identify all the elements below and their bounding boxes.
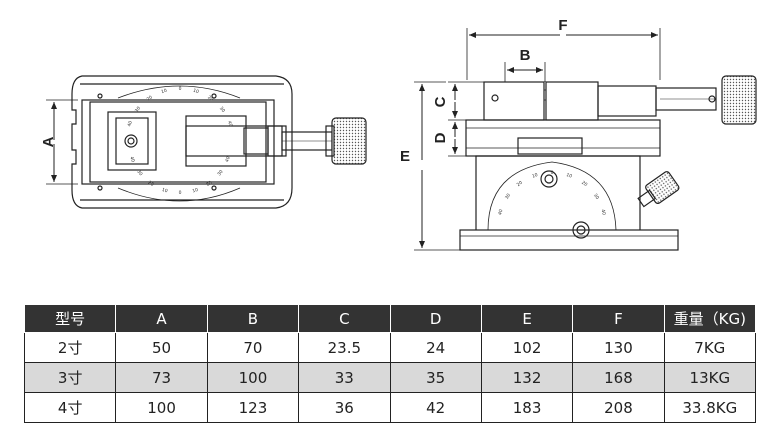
cell-D: 24: [389, 332, 482, 363]
scale-number: 0: [179, 86, 182, 92]
dimension-label-F: F: [558, 17, 567, 34]
cell-A: 100: [115, 392, 208, 423]
scale-number: 10: [160, 88, 167, 95]
cell-weight: 13KG: [663, 362, 757, 393]
header-D: D: [389, 304, 482, 333]
cell-A: 50: [115, 332, 208, 363]
cell-model: 3寸: [23, 362, 117, 393]
scale-number: 0: [179, 190, 182, 196]
front-view-base: [459, 229, 679, 251]
scale-number: 30: [216, 169, 224, 177]
dimension-F: [466, 28, 661, 80]
moving-jaw: [185, 115, 247, 167]
cell-weight: 33.8KG: [663, 392, 757, 423]
pivot-bolt: [540, 170, 558, 188]
scale-number: 20: [147, 180, 155, 188]
angle-scale-plate: [517, 137, 583, 155]
header-A: A: [115, 304, 208, 333]
scale-number: 20: [580, 180, 588, 188]
header-E: E: [480, 304, 574, 333]
cell-D: 35: [389, 362, 482, 393]
header-F: F: [572, 304, 665, 333]
header-C: C: [298, 304, 391, 333]
dimension-C-D: [448, 81, 484, 157]
dimension-label-E: E: [400, 148, 410, 165]
cell-A: 73: [115, 362, 208, 393]
scale-number: 10: [192, 187, 199, 194]
scale-number: 10: [531, 172, 538, 180]
lock-bolt: [572, 221, 590, 239]
side-handle: [645, 171, 680, 205]
dimension-label-D: D: [432, 132, 449, 143]
scale-number: 40: [126, 120, 134, 128]
table-row: 4寸 100 123 36 42 183 208 33.8KG: [23, 392, 757, 423]
front-view: [459, 75, 757, 251]
scale-number: 30: [135, 169, 143, 177]
cell-C: 33: [298, 362, 391, 393]
fixed-jaw: [107, 111, 157, 171]
cell-C: 36: [298, 392, 391, 423]
dimension-A: [46, 99, 78, 185]
scale-number: 40: [600, 209, 607, 216]
scale-number: 20: [206, 94, 214, 102]
scale-number: 10: [565, 172, 572, 180]
scale-number: 10: [161, 187, 168, 194]
cell-B: 100: [206, 362, 300, 393]
cell-B: 123: [206, 392, 300, 423]
dimension-B: [504, 62, 546, 82]
scale-number: 40: [128, 156, 136, 164]
header-weight: 重量（KG): [663, 304, 757, 333]
scale-number: 40: [226, 120, 234, 128]
front-view-scale: 40 30 20 10 0 10 20 30 40: [497, 170, 607, 216]
scale-number: 20: [516, 180, 524, 188]
cell-C: 23.5: [298, 332, 391, 363]
cell-E: 132: [480, 362, 574, 393]
cell-E: 183: [480, 392, 574, 423]
header-B: B: [206, 304, 300, 333]
top-view-base: [71, 75, 293, 209]
header-model: 型号: [23, 304, 117, 333]
front-fixed-jaw: [483, 81, 545, 121]
top-view-body: [81, 99, 275, 185]
scale-number: 10: [192, 88, 199, 95]
dimension-E: [414, 81, 460, 251]
dimension-label-A: A: [40, 136, 57, 147]
jaw-screw: [124, 134, 138, 148]
cell-F: 168: [572, 362, 665, 393]
cell-F: 130: [572, 332, 665, 363]
scale-number: 30: [134, 105, 142, 113]
scale-number: 30: [218, 106, 226, 114]
cell-D: 42: [389, 392, 482, 423]
top-view: [71, 75, 367, 209]
cell-model: 4寸: [23, 392, 117, 423]
scale-number: 40: [497, 209, 504, 216]
table-row: 3寸 73 100 33 35 132 168 13KG: [23, 362, 757, 393]
front-view-knob: [721, 75, 757, 125]
scale-number: 20: [205, 180, 213, 188]
scale-number: 20: [146, 94, 154, 102]
top-view-knob: [331, 117, 367, 165]
scale-number: 0: [551, 170, 554, 176]
table-header-row: 型号 A B C D E F 重量（KG): [23, 304, 757, 333]
scale-number: 40: [224, 156, 232, 164]
dimension-label-C: C: [432, 96, 449, 107]
cell-model: 2寸: [23, 332, 117, 363]
spec-table: 型号 A B C D E F 重量（KG) 2寸 50 70 23.5 24 1…: [23, 304, 757, 423]
table-row: 2寸 50 70 23.5 24 102 130 7KG: [23, 332, 757, 363]
dimension-label-B: B: [520, 47, 531, 64]
scale-number: 30: [504, 192, 512, 200]
cell-B: 70: [206, 332, 300, 363]
cell-weight: 7KG: [663, 332, 757, 363]
cell-F: 208: [572, 392, 665, 423]
scale-number: 30: [592, 192, 600, 200]
cell-E: 102: [480, 332, 574, 363]
